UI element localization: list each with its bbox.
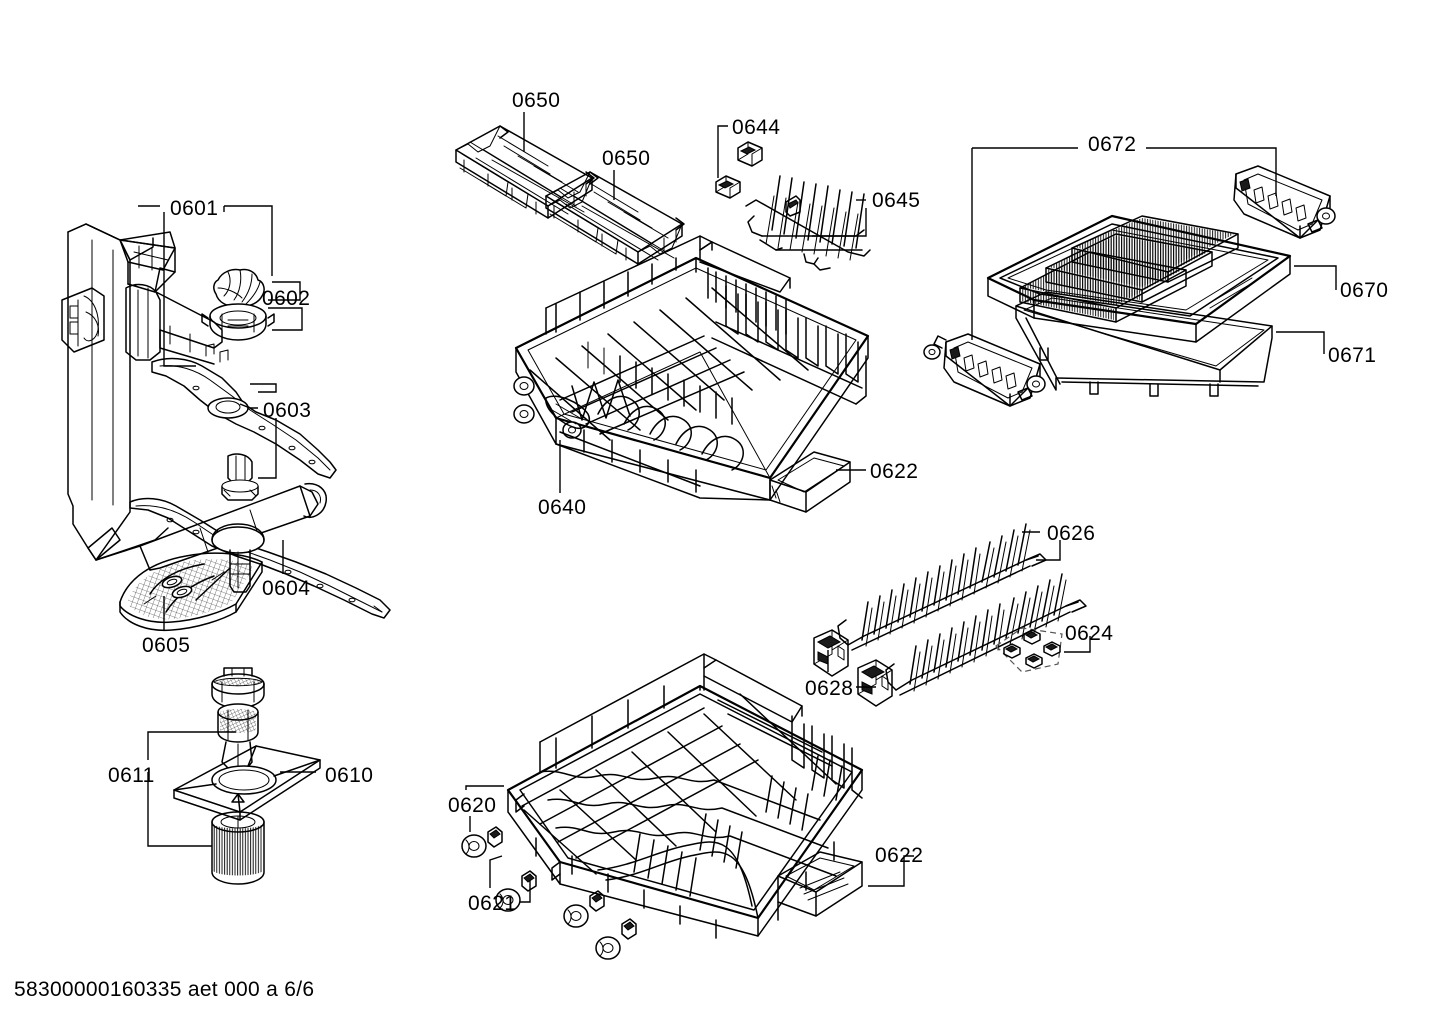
part-0672-drawer-rails <box>923 165 1336 407</box>
part-0624-clip-set <box>995 627 1063 673</box>
leader-lines-upper-basket <box>559 440 866 493</box>
part-0640-lower-dish-basket <box>506 653 864 939</box>
callout-0645: 0645 <box>872 189 921 212</box>
callout-0650-a: 0650 <box>512 89 561 112</box>
callout-0611: 0611 <box>108 764 155 787</box>
leader-lines-lower-inserts <box>827 531 1091 688</box>
part-0610-filter-plate <box>173 745 321 821</box>
callout-0605: 0605 <box>142 634 191 657</box>
callout-0620: 0620 <box>448 794 497 817</box>
callout-0644: 0644 <box>732 116 781 139</box>
leader-lines-cutlery-drawer <box>971 147 1337 354</box>
part-0622-upper-basket-tray <box>769 451 851 513</box>
leader-lines-upper-inserts <box>717 125 867 237</box>
part-0601-water-feed-duct <box>61 223 327 571</box>
callout-0601: 0601 <box>170 197 219 220</box>
part-0626-tine-row-back <box>837 523 1047 651</box>
callout-0622-lower: 0622 <box>875 844 924 867</box>
callout-0604: 0604 <box>262 577 311 600</box>
part-0628-retaining-clips <box>813 629 893 707</box>
callout-0650-b: 0650 <box>602 147 651 170</box>
leader-lines-spray-arm <box>138 205 303 631</box>
callout-0672: 0672 <box>1088 133 1137 156</box>
leader-lines-plate-racks <box>523 112 615 200</box>
drawing-number-footer: 58300000160335 aet 000 a 6/6 <box>14 978 315 1001</box>
part-0650-folding-plate-rack-a <box>455 125 595 219</box>
part-0670-cutlery-tray <box>986 214 1292 343</box>
leader-lines-lower-basket <box>465 785 914 903</box>
callout-0602: 0602 <box>262 287 311 310</box>
leader-lines-filter <box>147 731 316 847</box>
part-0645-tine-insert <box>745 175 871 271</box>
callout-0610: 0610 <box>325 764 374 787</box>
callout-0603: 0603 <box>263 399 312 422</box>
callout-0628: 0628 <box>805 677 854 700</box>
part-0605-filter-screen-plate <box>119 552 263 632</box>
part-0620-basket-wheels <box>461 826 637 960</box>
part-0626-tine-row-front <box>885 573 1087 696</box>
part-0611-coarse-filter-insert <box>211 667 265 885</box>
part-0671-support-frame <box>1015 291 1273 397</box>
part-0640-upper-dish-basket <box>513 235 870 501</box>
callout-0640: 0640 <box>538 496 587 519</box>
callout-0670: 0670 <box>1340 279 1389 302</box>
callout-0621: 0621 <box>468 892 517 915</box>
callout-0626: 0626 <box>1047 522 1096 545</box>
callout-0622-upper: 0622 <box>870 460 919 483</box>
part-0644-clips <box>715 141 763 199</box>
callout-0624: 0624 <box>1065 622 1114 645</box>
part-0622-lower-basket-tray <box>777 851 863 917</box>
callout-0671: 0671 <box>1328 344 1377 367</box>
